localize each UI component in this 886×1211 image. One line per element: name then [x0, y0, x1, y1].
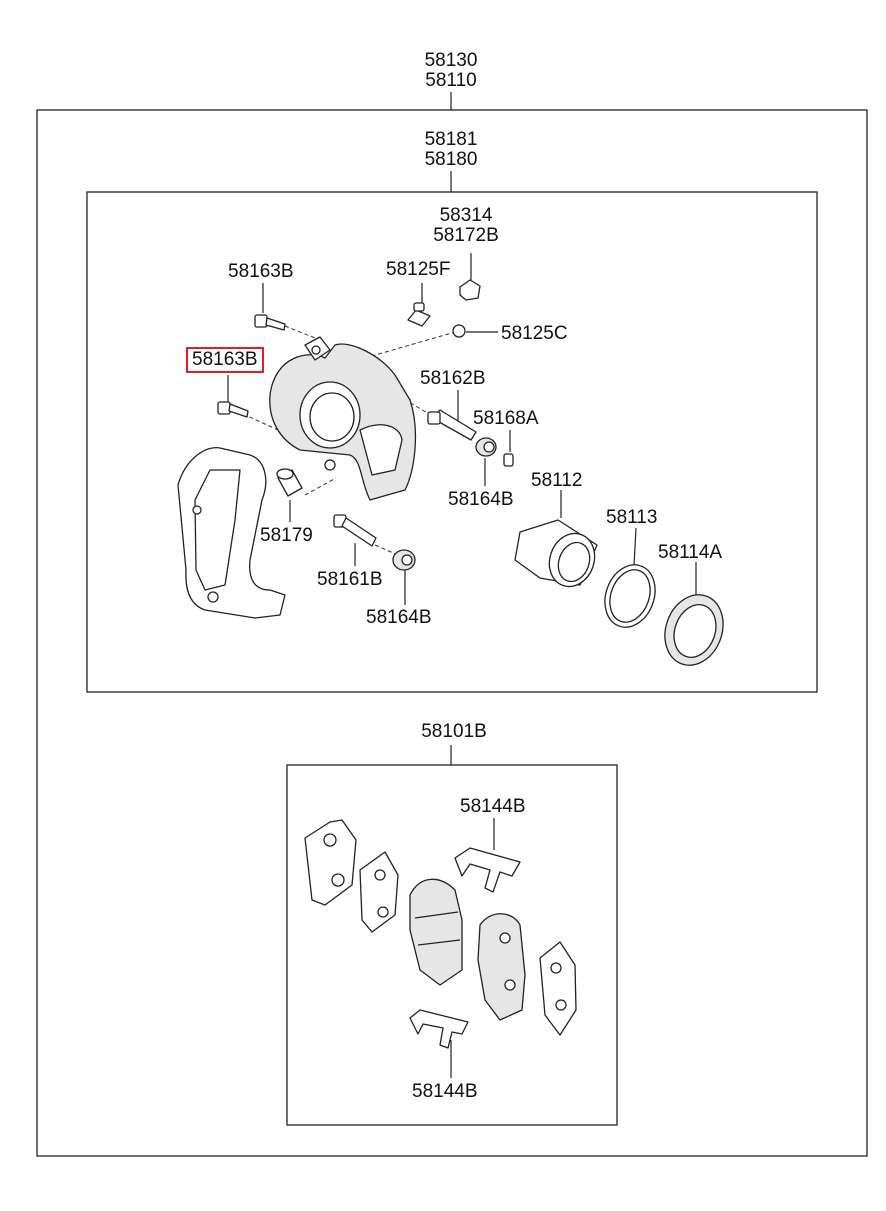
pad-shim-outer: [304, 819, 357, 906]
assembly-number-line2: 58110: [425, 70, 477, 91]
part-label-58125F[interactable]: 58125F: [386, 259, 451, 280]
bolt-58163B-top: [254, 314, 286, 331]
boot-58164B-upper: [475, 437, 497, 457]
caliper-assembly-number: 58181 58180: [425, 130, 478, 170]
assembly-frame: [36, 109, 868, 1157]
part-label-58114A[interactable]: 58114A: [658, 542, 723, 563]
assembly-number: 58130 58110: [425, 51, 478, 91]
part-label-58144B-bottom[interactable]: 58144B: [412, 1081, 478, 1102]
pin-58161B: [333, 514, 377, 547]
brake-pad-outer: [409, 878, 463, 986]
part-label-58172B-text: 58172B: [433, 225, 499, 246]
pad-clip-lower-58144B: [409, 1009, 469, 1049]
part-label-58168A[interactable]: 58168A: [473, 408, 539, 429]
part-label-58164B-upper[interactable]: 58164B: [448, 489, 514, 510]
caliper-number-line2: 58180: [424, 149, 478, 170]
assembly-number-line1: 58130: [424, 50, 478, 71]
caliper-number-line1: 58181: [424, 129, 478, 150]
caliper-frame: [86, 191, 818, 693]
pin-58162B: [427, 409, 477, 441]
plug-58168A: [503, 453, 514, 467]
leader-lines: [227, 253, 697, 1078]
cap-58314: [459, 279, 481, 301]
caliper-housing: [269, 336, 417, 501]
cap-58125C: [452, 324, 466, 338]
part-label-58162B[interactable]: 58162B: [420, 368, 486, 389]
bleeder-58125F: [407, 302, 431, 327]
part-label-58314[interactable]: 58314 58172B: [433, 206, 499, 246]
seal-58113: [604, 564, 656, 628]
sleeve-58179: [276, 468, 303, 497]
pad-clip-upper-58144B: [454, 847, 521, 893]
pad-shim-back: [539, 941, 577, 1036]
part-label-58113[interactable]: 58113: [606, 507, 658, 528]
part-label-58179[interactable]: 58179: [260, 525, 313, 546]
part-label-58144B-top[interactable]: 58144B: [460, 796, 526, 817]
pads-frame: [286, 764, 618, 1126]
part-label-58314-text: 58314: [439, 205, 493, 226]
boot-58114A: [664, 594, 724, 666]
part-label-58164B-lower[interactable]: 58164B: [366, 607, 432, 628]
part-label-58112[interactable]: 58112: [531, 470, 583, 491]
part-label-58125C[interactable]: 58125C: [501, 323, 568, 344]
part-label-58163B-highlighted[interactable]: 58163B: [186, 347, 264, 373]
part-label-58161B[interactable]: 58161B: [317, 569, 383, 590]
piston-58112: [514, 519, 598, 588]
bolt-58163B-highlighted: [217, 401, 249, 418]
part-label-58163B-top[interactable]: 58163B: [228, 261, 294, 282]
caliper-bracket: [177, 447, 286, 619]
boot-58164B-lower: [392, 549, 416, 571]
pad-kit-number: 58101B: [421, 721, 487, 742]
brake-pad-inner: [477, 913, 526, 1021]
pad-shim-inner: [359, 851, 399, 933]
